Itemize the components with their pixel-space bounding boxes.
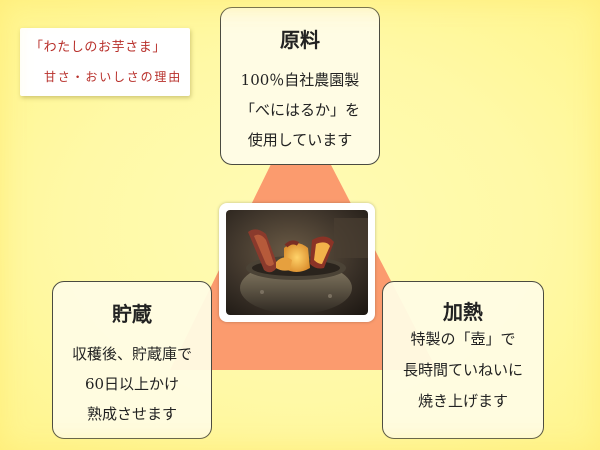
card-raw-material-line: 「べにはるか」を — [239, 101, 360, 119]
card-raw-material-body: 100％自社農園製 「べにはるか」を 使用しています — [221, 65, 379, 155]
tag-title: 「わたしのお芋さま」 — [30, 40, 167, 55]
card-storage-line: 熟成させます — [86, 405, 177, 423]
catchphrase-tag: 「わたしのお芋さま」 甘さ・おいしさの理由 — [20, 28, 190, 96]
card-heating-line: 焼き上げます — [417, 392, 508, 410]
sweet-potato-photo-frame — [219, 203, 375, 322]
card-raw-material-line: 100％自社農園製 — [240, 71, 360, 89]
card-raw-material: 原料 100％自社農園製 「べにはるか」を 使用しています — [220, 7, 380, 165]
card-storage-body: 収穫後、貯蔵庫で 60日以上かけ 熟成させます — [53, 339, 211, 429]
card-storage: 貯蔵 収穫後、貯蔵庫で 60日以上かけ 熟成させます — [52, 281, 212, 439]
card-heating-body: 特製の「壺」で 長時間ていねいに 焼き上げます — [383, 324, 543, 417]
sweet-potato-photo — [226, 210, 368, 315]
card-raw-material-line: 使用しています — [247, 131, 353, 149]
card-raw-material-title: 原料 — [280, 28, 320, 52]
card-storage-line: 60日以上かけ — [84, 375, 180, 393]
tag-subtitle: 甘さ・おいしさの理由 — [44, 70, 183, 84]
card-heating-line: 長時間ていねいに — [402, 361, 523, 379]
card-storage-line: 収穫後、貯蔵庫で — [71, 345, 192, 363]
card-storage-title: 貯蔵 — [112, 302, 152, 326]
card-heating-line: 特製の「壺」で — [410, 330, 516, 348]
card-heating-title: 加熱 — [443, 300, 483, 324]
card-heating: 加熱 特製の「壺」で 長時間ていねいに 焼き上げます — [382, 281, 544, 439]
